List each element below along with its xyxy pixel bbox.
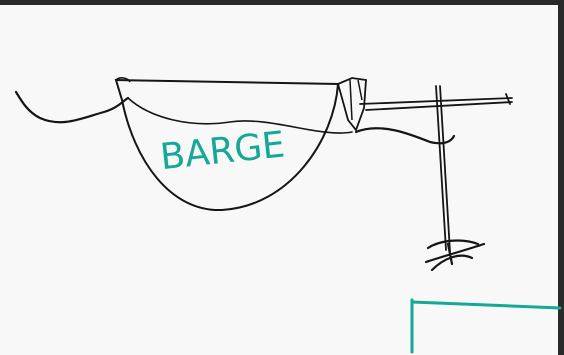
barge-label: BARGE xyxy=(158,124,287,178)
